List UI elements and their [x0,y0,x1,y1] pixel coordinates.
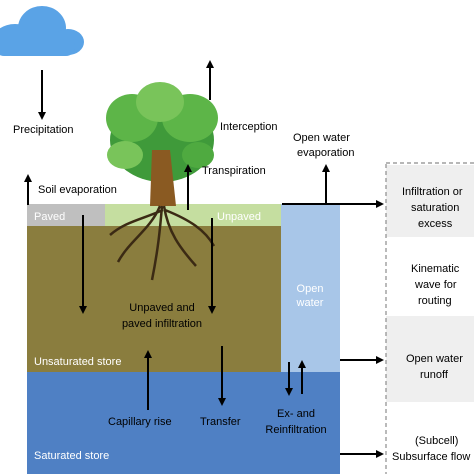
tree-icon [106,82,218,281]
interception-label: Interception [220,121,277,133]
open-water-label-1: Open [297,283,324,295]
infiltration-label-2: paved infiltration [122,318,202,330]
infiltration-label-1: Unpaved and [129,302,194,314]
open-water-label-2: water [296,297,324,309]
flow-arrows [24,60,384,458]
open-water-evaporation-label-1: Open water [293,132,350,144]
panel-infiltration-line2: saturation [411,202,459,214]
panel-subsurface-line1: (Subcell) [415,435,458,447]
transpiration-label: Transpiration [202,165,266,177]
panel-runoff-line1: Open water [406,353,463,365]
capillary-rise-label: Capillary rise [108,416,172,428]
panel-border [385,162,474,474]
panel-kinematic-line2: wave for [414,279,457,291]
exfiltration-label-1: Ex- and [277,408,315,420]
panel-runoff-line2: runoff [420,369,449,381]
saturated-store-label: Saturated store [34,450,109,462]
unsaturated-store-layer [27,226,281,372]
open-water-evaporation-label-2: evaporation [297,147,355,159]
flow-process-panel: Infiltration or saturation excess Kinema… [385,162,474,474]
panel-subsurface-line2: Subsurface flow [392,451,470,463]
panel-infiltration-line1: Infiltration or [402,186,463,198]
cloud-icon [0,6,84,56]
panel-box-infiltration [386,165,474,237]
precipitation-label: Precipitation [13,124,74,136]
panel-infiltration-line3: excess [418,218,453,230]
unpaved-label: Unpaved [217,211,261,223]
transfer-label: Transfer [200,416,241,428]
unpaved-surface [105,204,281,226]
unsaturated-store-label: Unsaturated store [34,356,121,368]
panel-box-kinematic [386,244,474,312]
panel-box-subsurface [386,406,474,474]
panel-kinematic-line3: routing [418,295,452,307]
panel-kinematic-line1: Kinematic [411,263,460,275]
open-water-body [281,204,340,372]
exfiltration-label-2: Reinfiltration [265,424,326,436]
paved-label: Paved [34,211,65,223]
soil-evaporation-label: Soil evaporation [38,184,117,196]
panel-box-runoff [386,316,474,402]
paved-surface [27,204,105,226]
